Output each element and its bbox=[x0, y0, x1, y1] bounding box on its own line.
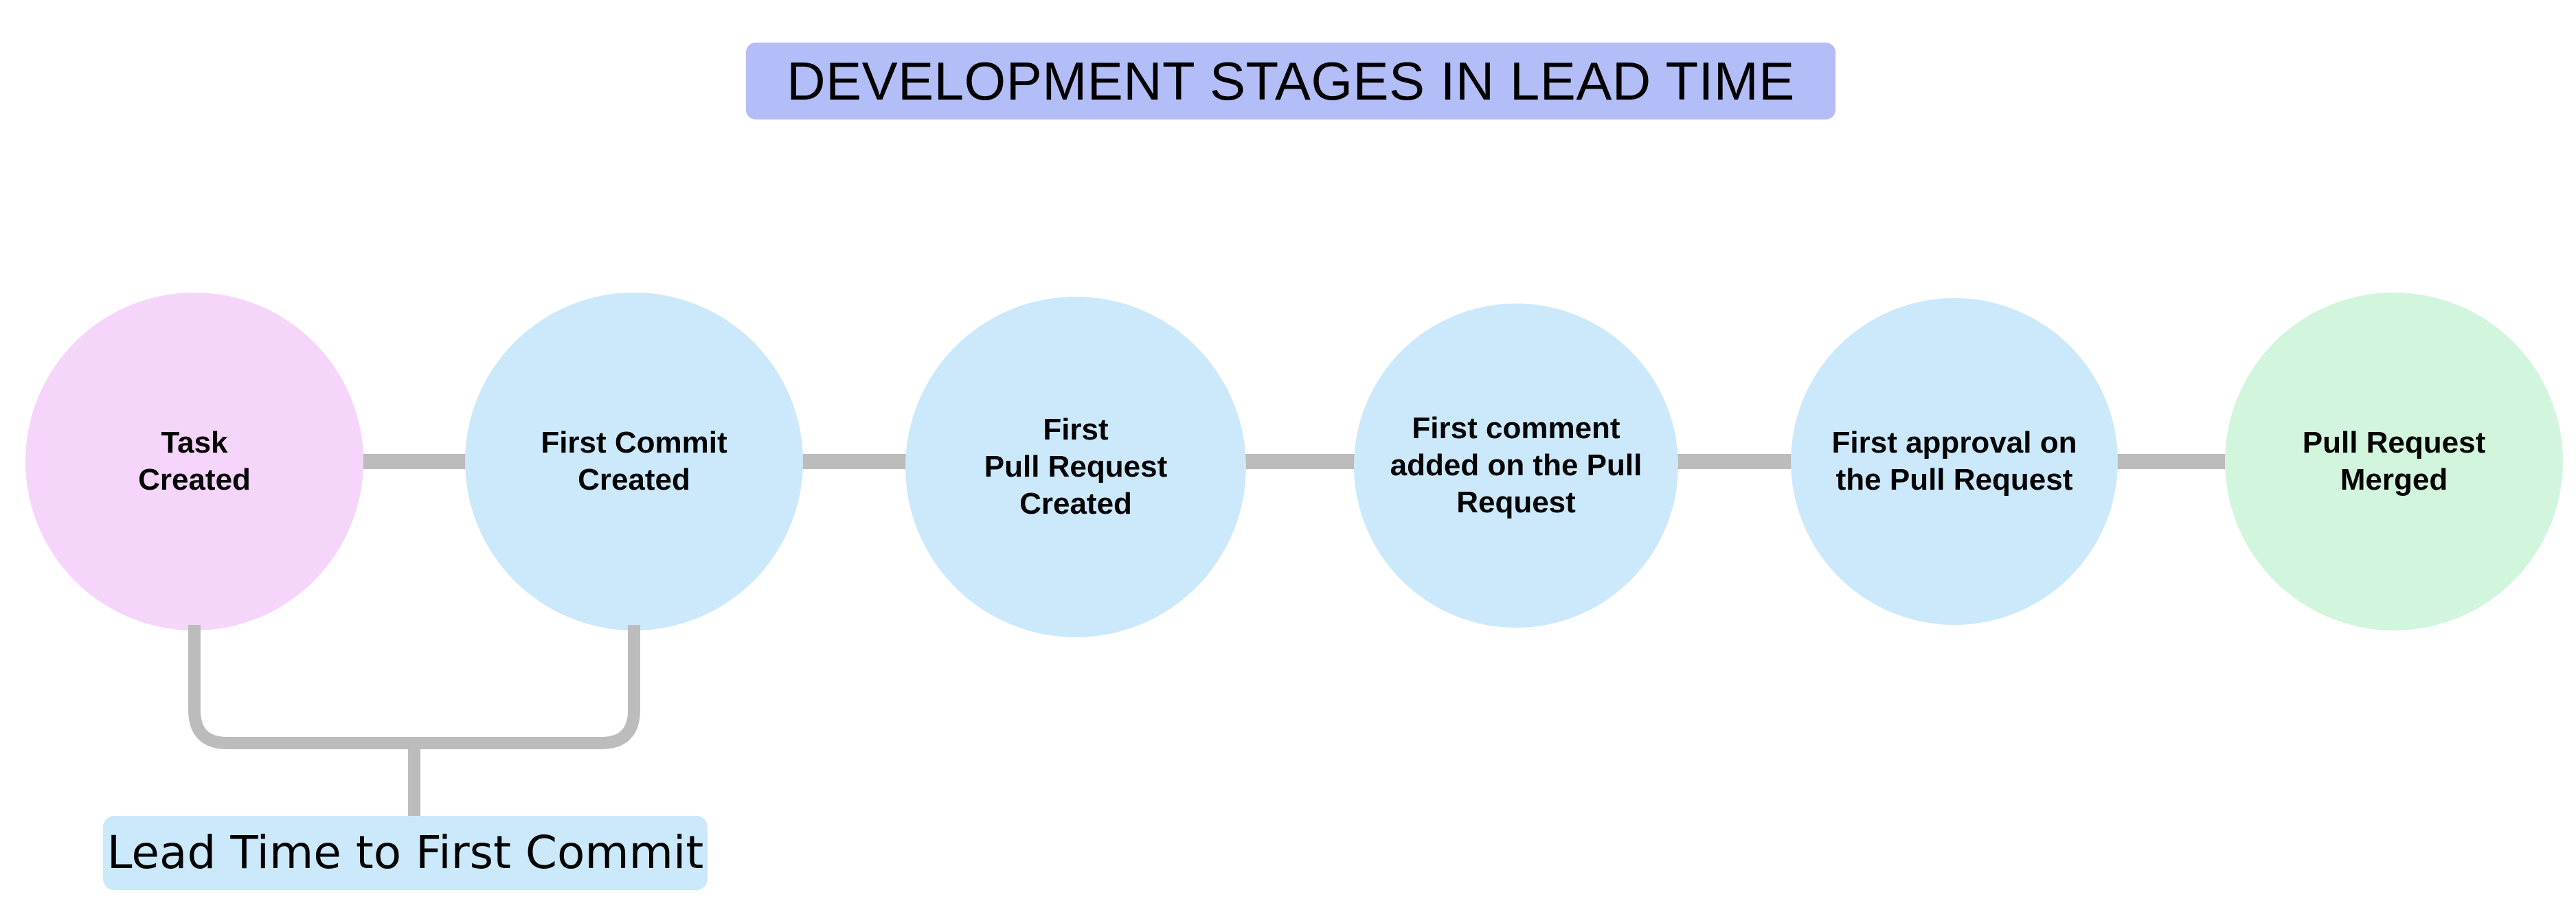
diagram-title-banner: DEVELOPMENT STAGES IN LEAD TIME bbox=[746, 43, 1835, 119]
stage-node-label: First Pull Request Created bbox=[984, 413, 1168, 521]
diagram-title-text: DEVELOPMENT STAGES IN LEAD TIME bbox=[787, 51, 1795, 111]
stage-node-first-comment-added[interactable]: First comment added on the Pull Request bbox=[1354, 304, 1678, 628]
stage-node-label: First Commit Created bbox=[541, 426, 727, 497]
lead-time-annotation-chip: Lead Time to First Commit bbox=[103, 816, 708, 890]
connector-5-6 bbox=[2113, 454, 2231, 469]
stage-node-label: First approval on the Pull Request bbox=[1831, 426, 2077, 497]
connector-3-4 bbox=[1236, 454, 1355, 469]
stage-node-pull-request-merged[interactable]: Pull Request Merged bbox=[2225, 293, 2563, 630]
stage-node-task-created[interactable]: Task Created bbox=[25, 293, 363, 630]
lead-time-annotation-text: Lead Time to First Commit bbox=[106, 826, 704, 879]
bracket-path bbox=[188, 625, 640, 749]
stage-node-first-commit-created[interactable]: First Commit Created bbox=[465, 293, 803, 630]
lead-time-bracket bbox=[188, 625, 640, 816]
connector-2-3 bbox=[795, 454, 913, 469]
stage-node-label: Task Created bbox=[138, 426, 251, 497]
stage-node-label: First comment added on the Pull Request bbox=[1390, 411, 1642, 519]
stage-node-label: Pull Request Merged bbox=[2302, 426, 2486, 497]
connector-1-2 bbox=[355, 454, 473, 469]
stage-node-first-pull-request-created[interactable]: First Pull Request Created bbox=[905, 297, 1246, 637]
stage-node-first-approval[interactable]: First approval on the Pull Request bbox=[1791, 298, 2118, 625]
connector-4-5 bbox=[1674, 454, 1792, 469]
